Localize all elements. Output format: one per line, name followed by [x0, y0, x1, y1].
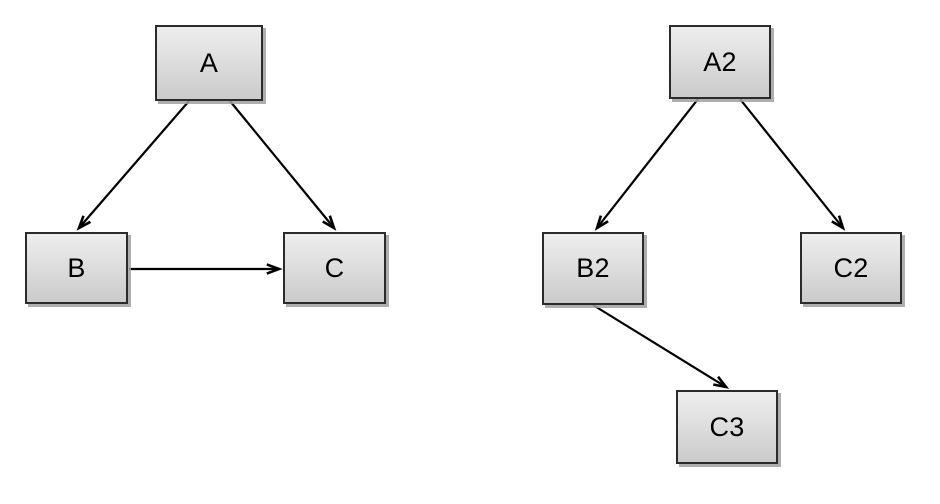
- node-label-C: C: [324, 252, 345, 283]
- edge-A2-B2[interactable]: [594, 98, 699, 231]
- node-C2[interactable]: C2: [800, 232, 902, 304]
- arrowhead: [712, 375, 730, 389]
- edge-A-C[interactable]: [229, 100, 337, 231]
- node-C[interactable]: C: [283, 232, 386, 304]
- node-label-C2: C2: [833, 252, 869, 283]
- edge-line: [596, 98, 699, 229]
- edge-line: [78, 100, 190, 229]
- node-A2[interactable]: A2: [669, 25, 771, 99]
- node-label-B: B: [67, 252, 86, 283]
- edge-A2-C2[interactable]: [739, 98, 846, 231]
- arrowhead: [594, 215, 609, 231]
- edge-line: [229, 100, 335, 229]
- arrowhead: [266, 263, 283, 275]
- node-C3[interactable]: C3: [676, 390, 778, 464]
- arrowhead: [76, 215, 92, 231]
- arrowhead: [831, 215, 846, 231]
- node-label-A: A: [199, 47, 219, 78]
- node-B2[interactable]: B2: [542, 232, 644, 305]
- node-label-A2: A2: [703, 46, 737, 77]
- node-label-B2: B2: [576, 253, 610, 283]
- edge-A-B[interactable]: [76, 100, 190, 231]
- node-B[interactable]: B: [25, 232, 128, 304]
- arrowhead: [322, 215, 337, 231]
- node-label-C3: C3: [709, 411, 745, 442]
- node-A[interactable]: A: [155, 25, 263, 101]
- edge-line: [739, 98, 844, 229]
- edge-line: [592, 304, 727, 388]
- edge-B2-C3[interactable]: [592, 304, 730, 389]
- edge-B-C[interactable]: [129, 263, 283, 275]
